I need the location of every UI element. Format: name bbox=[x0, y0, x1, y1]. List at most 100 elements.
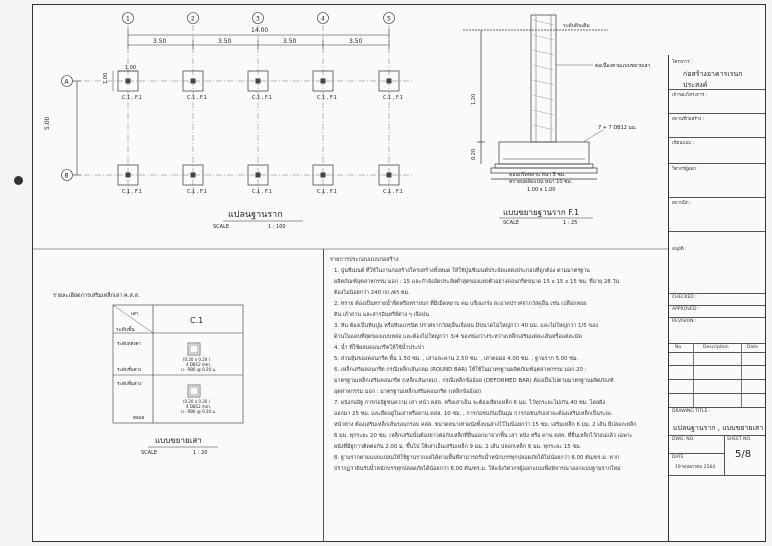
tb-site: สถานที่ก่อสร้าง : bbox=[672, 117, 705, 122]
col-table-r1: ระดับหลังคา bbox=[117, 341, 142, 347]
footing-B-4: C.1 , F.1 bbox=[312, 164, 337, 195]
footing-label: C.1 , F.1 bbox=[252, 95, 272, 101]
tb-approve: อนุมัติ : bbox=[672, 247, 687, 252]
footing-A-1: C.1 , F.1 bbox=[117, 70, 142, 101]
svg-text:2: 2 bbox=[191, 16, 195, 23]
note-line: 5. ส่วนหุ้มของคอนกรีต พื้น 1.50 ซม. , เส… bbox=[334, 356, 579, 362]
footing-B-2: C.1 , F.1 bbox=[182, 164, 207, 195]
note-line: 7. ผนังก่ออิฐ การก่ออิฐชนความ เสา หน้า ค… bbox=[334, 400, 605, 406]
grid-bubble-row-B: B bbox=[61, 169, 73, 181]
note-line: 2. ทราย ต้องเป็นทรายน้ำจืดหรือทรายบก ที่… bbox=[334, 301, 587, 307]
footing-B-5: C.1 , F.1 bbox=[378, 164, 403, 195]
note-line: 6 มม. ทุกระยะ 20 ซม. เหล็กเสริมนั้นต้องย… bbox=[334, 433, 633, 439]
footing-scale: 1 : 25 bbox=[563, 220, 577, 226]
grid-bubble-col-3: 3 bbox=[252, 12, 264, 24]
footing-title: แบบขยายฐานราก F.1 bbox=[503, 208, 579, 217]
footing-label: C.1 , F.1 bbox=[122, 189, 142, 195]
col-scale-label: SCALE bbox=[141, 450, 157, 456]
span-3: 3.50 bbox=[283, 38, 297, 45]
footing-label: C.1 , F.1 bbox=[383, 95, 403, 101]
note-line: 8. ฐานรากตามแบบแปลนให้ใช้ฐานรากแผ่ได้ตาม… bbox=[334, 455, 620, 461]
note-line: ดิน เถ้าถ่าน และสารอินทรีย์ต่าง ๆ เจือปน bbox=[334, 312, 429, 318]
tb-revision: REVISION : bbox=[672, 319, 697, 324]
svg-text:3: 3 bbox=[256, 16, 260, 23]
dimension-lines bbox=[73, 29, 390, 176]
tb-approved: APPROVED : bbox=[672, 307, 700, 312]
tb-drawing-title: แปลนฐานราก , แบบขยายเสา bbox=[673, 424, 764, 432]
plan-scale-label: SCALE bbox=[213, 224, 229, 230]
footing-dim-2: 0.20 bbox=[471, 149, 477, 160]
tb-rev-date: Date bbox=[747, 345, 758, 350]
tb-owner: เจ้าของโครงการ : bbox=[672, 93, 708, 98]
tb-checked: CHECKED : bbox=[672, 295, 697, 300]
svg-text:1: 1 bbox=[126, 16, 130, 23]
col-spec-b2: 4 DB12 mm. bbox=[186, 404, 211, 409]
col-table-r3: ระดับชั้นล่าง bbox=[117, 380, 141, 387]
footing-label: C.1 , F.1 bbox=[187, 189, 207, 195]
tb-designer: เขียนแบบ : bbox=[672, 141, 694, 146]
footing-label: C.1 , F.1 bbox=[252, 189, 272, 195]
construction-notes: รายการประกอบแบบก่อสร้าง 1. ปูนซีเมนต์ ที… bbox=[323, 249, 664, 541]
note-line: ผนังที่มีฐูกาวติดต่อกัน 2.00 ม. ขึ้นไป ใ… bbox=[334, 444, 582, 450]
note-line: 6. เหล็กเสริมคอนกรีต กรณีเหล็กเส้นกลม (R… bbox=[334, 367, 587, 373]
notes-heading: รายการประกอบแบบก่อสร้าง bbox=[330, 257, 399, 263]
col-table-h-level: ระดับชั้น bbox=[116, 324, 135, 333]
footing-label: C.1 , F.1 bbox=[383, 189, 403, 195]
footing-sand-label: ทรายบดอัดแน่น หนา 10 ซม. bbox=[509, 179, 573, 185]
svg-text:A: A bbox=[65, 79, 70, 86]
footing-label: C.1 , F.1 bbox=[187, 95, 207, 101]
col-table-col-id: C.1 bbox=[190, 316, 203, 325]
note-line: ด้านในแคบที่สุดของแบบหล่อ และต้องไม่ใหญ่… bbox=[334, 334, 582, 340]
note-line: อุตสาหกรรม มอก : มาตรฐานเหล็กเสริมคอนกรี… bbox=[334, 389, 482, 395]
total-span: 14.00 bbox=[251, 27, 268, 34]
col-spec-b3: ป - RB6 @ 0.20 ม. bbox=[181, 409, 216, 414]
col-spec-b1: (0.20 x 0.20 ) bbox=[183, 399, 211, 404]
grid-bubble-col-2: 2 bbox=[187, 12, 199, 24]
col-scale: 1 : 20 bbox=[193, 450, 207, 456]
footing-top-label: ระดับดินเดิม bbox=[563, 22, 590, 29]
footing-label: C.1 , F.1 bbox=[317, 189, 337, 195]
note-line: ผลิตภัณฑ์อุตสาหกรรม มอก : 15 และกำลังอัด… bbox=[334, 279, 620, 285]
col-table-r4: ตอม่อ bbox=[133, 415, 145, 421]
span-1: 3.50 bbox=[153, 38, 167, 45]
note-line: 4. น้ำ ที่ใช้ผสมคอนกรีตให้ใช้น้ำประปา bbox=[334, 345, 425, 351]
footing-rebar-label: 7 + 7 DB12 มม. bbox=[598, 125, 637, 131]
col-table-h-col: เสา bbox=[131, 311, 139, 317]
tb-dwg-no: DWG. NO. bbox=[672, 437, 695, 442]
note-line: 3. หิน ต้องเป็นหินปูน หรือหินแกรนิต ปราศ… bbox=[334, 323, 598, 329]
note-line: หน้าต่าง ต้องเสริมเหล็กเส้นรอบกรอบ คสล. … bbox=[334, 422, 637, 428]
grid-bubble-col-1: 1 bbox=[122, 12, 134, 24]
col-spec-a1: (0.20 x 0.20 ) bbox=[183, 357, 211, 362]
plan-scale: 1 : 100 bbox=[268, 224, 286, 230]
footing-section bbox=[463, 14, 608, 180]
svg-text:B: B bbox=[65, 173, 69, 180]
pier-dim-h: 1.00 bbox=[125, 65, 136, 71]
footing-A-3: C.1 , F.1 bbox=[247, 70, 272, 101]
note-line: ปรากฏว่าดินรับน้ำหนักบรรทุกปลอดภัยได้น้อ… bbox=[334, 466, 621, 472]
footing-A-5: C.1 , F.1 bbox=[378, 70, 403, 101]
col-detail-title: แบบขยายเสา bbox=[155, 436, 202, 445]
col-table-r2: ระดับชั้นล่าง bbox=[117, 366, 141, 373]
tb-drawing-title-label: DRAWING TITLE : bbox=[672, 409, 711, 414]
footing-scale-label: SCALE bbox=[503, 220, 519, 226]
col-table-title: รายละเอียดการเสริมเหล็กเสา ค.ส.ล. bbox=[53, 291, 140, 299]
footing-col-label: ต่อเนื่องตามแบบขยายเสา bbox=[595, 62, 651, 69]
tb-sheet: 5/8 bbox=[735, 449, 752, 460]
tb-date: 19 พฤษภาคม 2564 bbox=[675, 465, 716, 470]
notes-list: 1. ปูนซีเมนต์ ที่ใช้ในงานก่อสร้างโครงสร้… bbox=[324, 266, 664, 475]
col-spec-a3: ป - RB6 @ 0.20 ม. bbox=[181, 367, 216, 372]
footing-hatch bbox=[532, 19, 555, 131]
grid-bubble-col-4: 4 bbox=[317, 12, 329, 24]
span-4: 3.50 bbox=[349, 38, 363, 45]
tb-engineer: วิศวกรผู้ออก : bbox=[672, 167, 699, 172]
note-line: ออกมา 25 ซม. และยึดอยู่ในเสาหรือคาน คสล.… bbox=[334, 411, 612, 417]
span-2: 3.50 bbox=[218, 38, 232, 45]
footing-B-1: C.1 , F.1 bbox=[117, 164, 142, 195]
note-line: ต้องไม่น้อยกว่า 240 กก./ตร.ซม. bbox=[334, 290, 410, 296]
note-line: 1. ปูนซีเมนต์ ที่ใช้ในงานก่อสร้างโครงสร้… bbox=[334, 268, 590, 274]
footing-lean-label: คอนกรีตหยาบ หนา 5 ซม. bbox=[509, 171, 566, 178]
